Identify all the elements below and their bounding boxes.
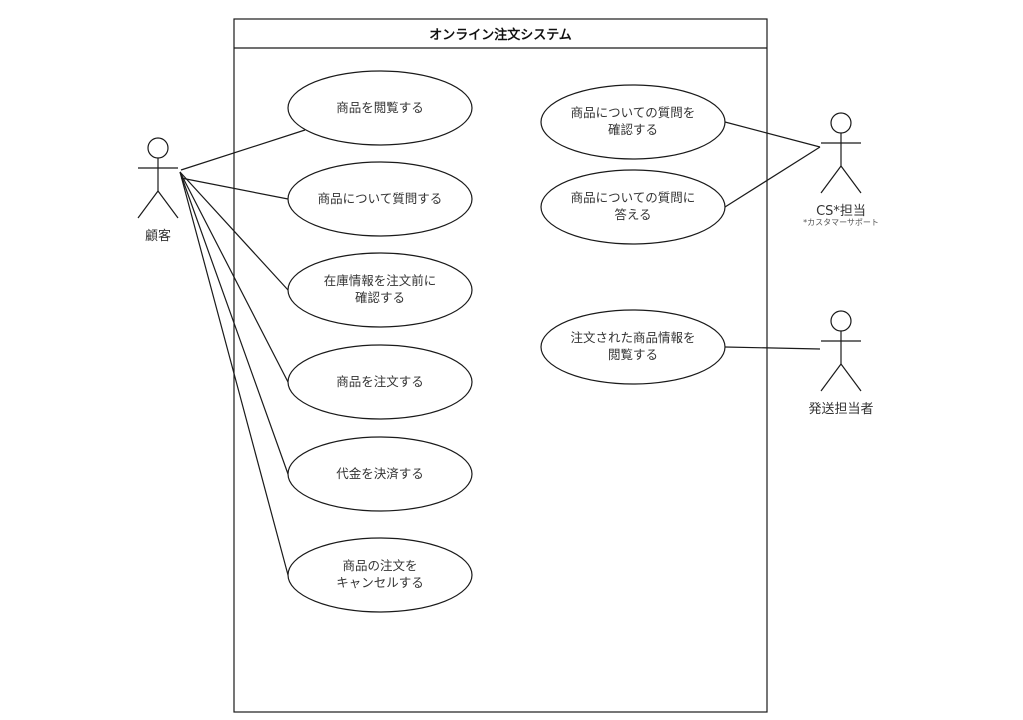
use-case-label-line: 商品を注文する — [336, 373, 424, 389]
actor-customer[interactable] — [137, 137, 179, 219]
actor-head-icon — [830, 112, 852, 134]
actor-note-cs: *カスタマーサポート — [803, 218, 879, 227]
use-case-label-line: 商品についての質問を — [570, 105, 696, 120]
use-case-label: 商品を注文する — [288, 373, 472, 390]
use-case-label-line: 答える — [614, 207, 652, 222]
actor-leg — [157, 190, 179, 219]
actor-label-shipping: 発送担当者 — [808, 402, 874, 417]
use-case-label: 商品について質問する — [288, 190, 472, 207]
use-case-label: 在庫情報を注文前に確認する — [288, 272, 472, 306]
use-case-label-line: 閲覧する — [607, 347, 658, 362]
association-shipping-uc9 — [724, 346, 821, 350]
use-case-uc8[interactable] — [540, 169, 726, 245]
use-case-uc1[interactable] — [287, 70, 473, 146]
use-case-uc3[interactable] — [287, 252, 473, 328]
use-case-label: 注文された商品情報を閲覧する — [541, 329, 725, 363]
use-case-label-line: 商品の注文を — [342, 558, 418, 573]
use-case-uc7[interactable] — [540, 84, 726, 160]
actor-leg — [820, 363, 842, 392]
actor-label-cs: CS*担当 — [816, 204, 866, 219]
actors — [137, 112, 862, 392]
actor-cs[interactable] — [820, 112, 862, 194]
actor-leg — [840, 363, 862, 392]
use-case-label-line: キャンセルする — [336, 575, 424, 590]
actor-leg — [820, 165, 842, 194]
association-customer-uc1 — [180, 129, 306, 171]
actor-leg — [137, 190, 159, 219]
use-case-label-line: 商品についての質問に — [570, 190, 696, 205]
association-cs-uc8 — [724, 146, 821, 208]
actor-leg — [840, 165, 862, 194]
actor-head-icon — [147, 137, 169, 159]
use-case-uc4[interactable] — [287, 344, 473, 420]
system-title: オンライン注文システム — [429, 28, 572, 43]
use-cases — [287, 70, 726, 613]
use-case-uc2[interactable] — [287, 161, 473, 237]
use-case-label-line: 商品について質問する — [317, 190, 443, 206]
use-case-label: 商品についての質問を確認する — [541, 104, 725, 138]
association-cs-uc7 — [724, 121, 821, 148]
use-case-label: 商品の注文をキャンセルする — [288, 557, 472, 591]
use-case-label: 商品を閲覧する — [288, 99, 472, 116]
actor-head-icon — [830, 310, 852, 332]
use-case-label-line: 商品を閲覧する — [336, 99, 424, 115]
use-case-label: 商品についての質問に答える — [541, 189, 725, 223]
use-case-label-line: 在庫情報を注文前に — [323, 273, 437, 288]
use-case-label-line: 確認する — [607, 122, 658, 137]
actor-label-customer: 顧客 — [144, 229, 171, 244]
use-case-uc9[interactable] — [540, 309, 726, 385]
use-case-uc5[interactable] — [287, 436, 473, 512]
actor-shipping[interactable] — [820, 310, 862, 392]
use-case-label: 代金を決済する — [288, 465, 472, 482]
use-case-label-line: 代金を決済する — [336, 465, 424, 481]
use-case-label-line: 確認する — [354, 290, 405, 305]
use-case-uc6[interactable] — [287, 537, 473, 613]
system-boundary[interactable] — [233, 18, 768, 713]
use-case-label-line: 注文された商品情報を — [570, 330, 696, 345]
